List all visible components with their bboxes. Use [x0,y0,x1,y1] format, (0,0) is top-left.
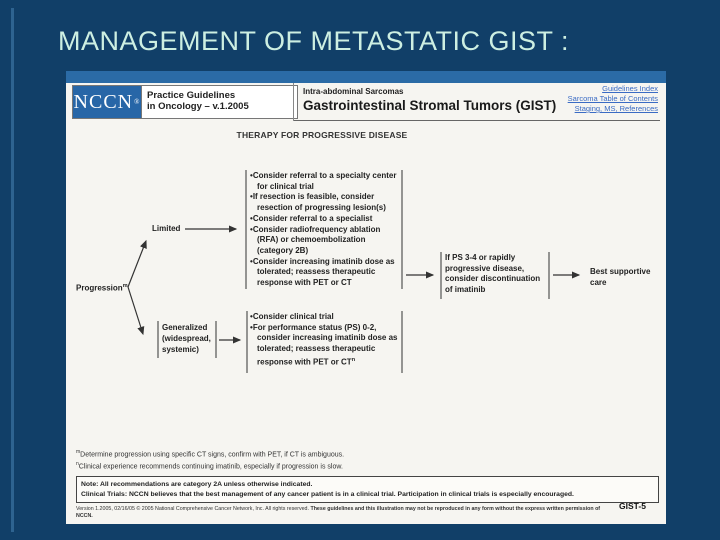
node-generalized: Generalized (widespread, systemic) [162,323,211,354]
node-best-supportive-care: Best supportive care [590,267,651,287]
registered-mark: ® [134,98,141,106]
limited-option: Consider referral to a specialty center … [250,171,400,192]
note-box: Note: All recommendations are category 2… [76,476,659,503]
copyright-line: Version 1.2005, 02/16/05 © 2005 National… [76,506,611,519]
footnotes: mDetermine progression using specific CT… [76,448,344,472]
progression-footnote-mark: m [122,283,128,289]
nccn-logo: NCCN® [73,86,141,118]
node-limited-options: Consider referral to a specialty center … [250,171,400,289]
generalized-option: For performance status (PS) 0-2, conside… [250,323,410,368]
generalized-option-text: For performance status (PS) 0-2, conside… [252,322,398,367]
progression-label: Progression [76,283,123,293]
footnote-m: mDetermine progression using specific CT… [76,448,344,460]
practice-line-2: in Oncology – v.1.2005 [147,101,249,112]
node-limited: Limited [152,224,181,233]
note-line-2: Clinical Trials: NCCN believes that the … [81,490,574,498]
slide-title: MANAGEMENT OF METASTATIC GIST : [58,26,570,56]
rights-text: These guidelines and this illustration m… [76,506,601,519]
chart-heading: THERAPY FOR PROGRESSIVE DISEASE [236,130,408,140]
generalized-option: Consider clinical trial [250,312,410,323]
left-accent-strip [11,8,14,532]
link-staging-ms-references[interactable]: Staging, MS, References [574,104,658,113]
page-title: Gastrointestinal Stromal Tumors (GIST) [303,98,557,113]
limited-option: Consider radiofrequency ablation (RFA) o… [250,225,400,257]
node-generalized-options: Consider clinical trial For performance … [250,312,410,368]
limited-option: If resection is feasible, consider resec… [250,192,400,213]
header-rule [294,120,660,121]
section-label: Intra-abdominal Sarcomas [303,87,404,96]
node-progression: Progressionm [76,281,128,294]
panel-top-bar [66,71,666,83]
footnote-m-mark: m [76,449,81,455]
page-code: GIST-5 [619,501,646,511]
ct-footnote-mark: n [351,356,356,363]
footnote-n-mark: n [76,460,79,467]
footnote-n-text: Clinical experience recommends continuin… [78,463,343,471]
practice-line-1: Practice Guidelines [147,90,236,101]
nccn-header-logo-group: NCCN® Practice Guidelines in Oncology – … [72,85,298,119]
header-divider [293,83,294,121]
practice-guidelines-label: Practice Guidelines in Oncology – v.1.20… [141,86,297,118]
nccn-logo-text: NCCN [73,90,134,113]
header-links: Guidelines Index Sarcoma Table of Conten… [568,84,658,114]
limited-option: Consider increasing imatinib dose as tol… [250,257,400,289]
link-guidelines-index[interactable]: Guidelines Index [602,84,658,93]
limited-option: Consider referral to a specialist [250,214,400,225]
version-text: Version 1.2005, 02/16/05 © 2005 National… [76,506,311,512]
guidelines-page-image: NCCN® Practice Guidelines in Oncology – … [66,71,666,524]
footnote-m-text: Determine progression using specific CT … [80,451,345,459]
note-line-1: Note: All recommendations are category 2… [81,481,313,488]
link-sarcoma-toc[interactable]: Sarcoma Table of Contents [567,94,658,103]
node-if-ps: If PS 3-4 or rapidly progressive disease… [445,253,541,294]
footnote-n: nClinical experience recommends continui… [76,460,344,472]
